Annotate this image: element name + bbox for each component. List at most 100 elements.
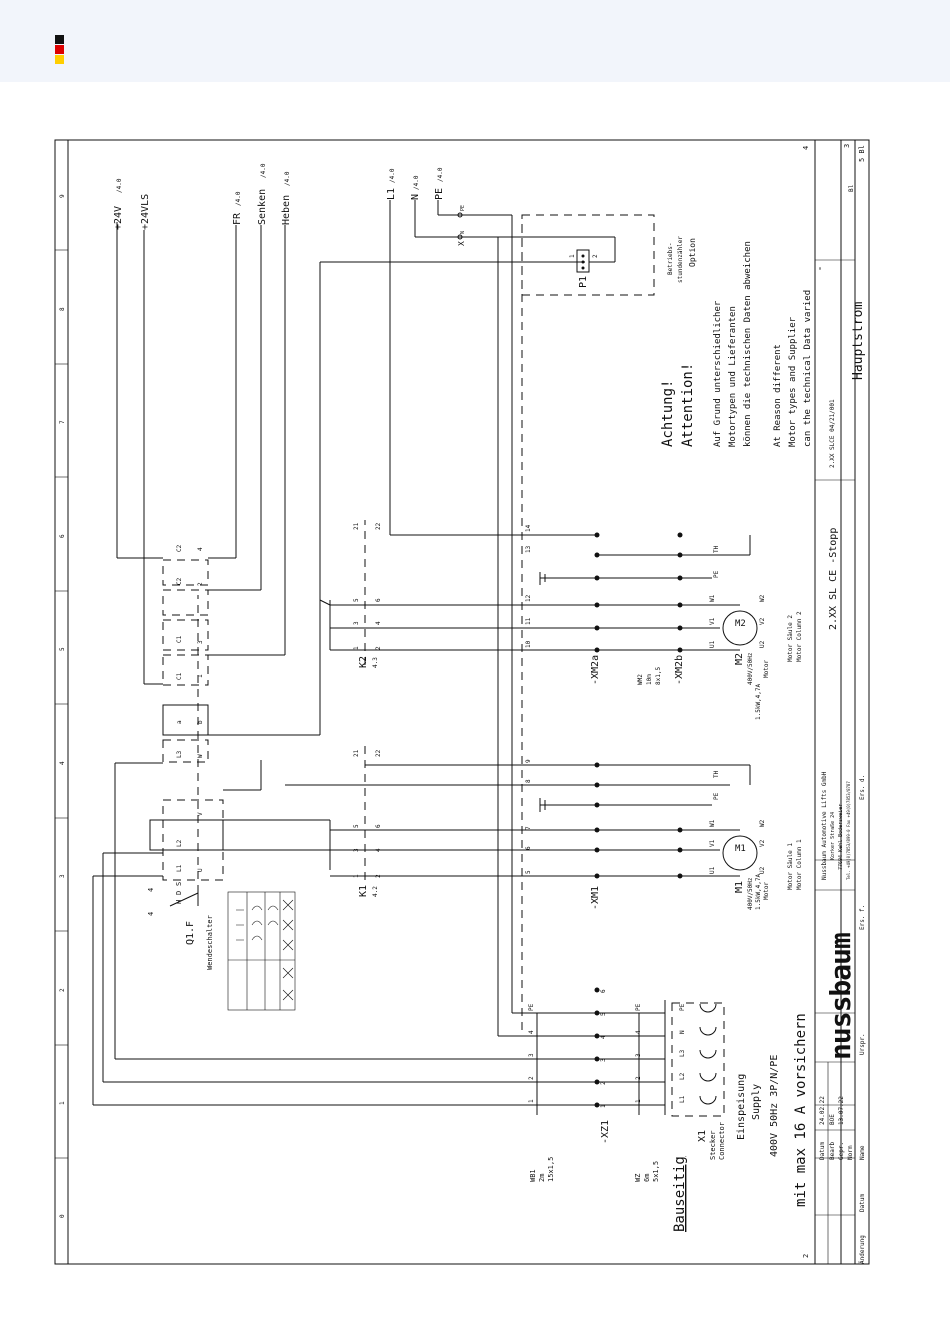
m2-spec-motor: Motor xyxy=(763,660,770,678)
xz1-term-4: 4 xyxy=(600,1035,607,1039)
m2-w2: W2 xyxy=(759,594,766,602)
q1-pos-right: 4 xyxy=(147,888,155,892)
reversing-switch-q1: Q1.F Wendeschalter H D S 4 4 L1 L2 L3 U … xyxy=(93,222,585,970)
wb1-num-3: 3 xyxy=(528,1053,535,1057)
x1-pin-l1: L1 xyxy=(679,1095,686,1103)
tb-next-sheet: 4 xyxy=(802,146,810,150)
out-24vls: +24VLS xyxy=(140,194,151,230)
column-grid: 0 1 2 3 4 5 6 7 8 9 xyxy=(55,194,68,1218)
x1-pin-l3: L3 xyxy=(679,1049,686,1057)
wz-length: 6m xyxy=(643,1174,651,1182)
m1-pe: PE xyxy=(713,792,720,800)
m2-term-14: 14 xyxy=(525,524,532,532)
col-label-1: 1 xyxy=(59,1101,66,1105)
x-terminal-label: X xyxy=(457,241,466,246)
q1-contact-l3: L3 xyxy=(176,750,183,758)
q1-contact-2: 2 xyxy=(197,582,204,586)
q1-label: Q1.F xyxy=(185,921,196,945)
out-fr-ref: /4.0 xyxy=(235,191,242,206)
k1-num-2: 2 xyxy=(375,874,382,878)
hds-h: H xyxy=(175,900,183,904)
m1-term-6: 6 xyxy=(525,846,532,850)
hds-d: D xyxy=(175,891,183,895)
wb1-label: WB1 xyxy=(529,1169,537,1182)
out-pe-ref: /4.0 xyxy=(437,167,444,182)
wz-num-pe: PE xyxy=(635,1003,642,1011)
k1-num-5: 5 xyxy=(353,824,360,828)
m2-v2: V2 xyxy=(759,617,766,625)
k1-num-3: 3 xyxy=(353,848,360,852)
x1-label: X1 xyxy=(697,1130,708,1142)
tb-title: Hauptstrom xyxy=(851,302,866,380)
q1-contact-c1a: C1 xyxy=(176,672,183,680)
stecker-label: Stecker xyxy=(709,1130,717,1160)
bauseitig-title: Bauseitig xyxy=(672,1156,688,1232)
p1-pin-1: 1 xyxy=(569,254,576,258)
supply-label: Supply xyxy=(751,1084,762,1120)
wm2-section: 8x1,5 xyxy=(655,667,662,685)
m2-term-10: 10 xyxy=(525,640,532,648)
k2-num-4: 4 xyxy=(375,621,382,625)
col-label-7: 7 xyxy=(59,420,66,424)
note-de-2: Motortypen und Lieferanten xyxy=(728,306,738,447)
xz1-label: -XZ1 xyxy=(600,1120,611,1144)
supply-labels: WB1 2m 15x1,5 WZ 6m 5x1,5 Einspeisung Su… xyxy=(529,1013,809,1232)
k2-num-5: 5 xyxy=(353,598,360,602)
wz-label: WZ xyxy=(634,1174,642,1182)
wz-num-4: 4 xyxy=(635,1030,642,1034)
k2-num-22: 22 xyxy=(375,522,382,530)
stundenzaehler-label: stundenzähler xyxy=(677,236,684,283)
m2-spec-power: 1.5kW,4,7A xyxy=(755,683,762,720)
tb-company-addr: Korker Straße 24 xyxy=(830,812,836,860)
m2-w1: W1 xyxy=(709,594,716,602)
tb-bl-short: Bl xyxy=(848,184,855,192)
flag-gold-stripe xyxy=(55,55,64,64)
voltage-label: 400V 50Hz 3P/N/PE xyxy=(769,1055,780,1157)
motor-m1: M1 M1 400V/50Hz 1.5kW,4,7A Motor Motor S… xyxy=(525,759,803,910)
einspeisung-label: Einspeisung xyxy=(736,1074,747,1140)
tb-sheet-total: 3 xyxy=(843,144,851,148)
tb-col-letter: = xyxy=(818,267,824,270)
col-label-4: 4 xyxy=(59,761,66,765)
xz1-term-3: 3 xyxy=(600,1058,607,1062)
x1-pin-n: N xyxy=(679,1030,686,1034)
wm2-label: WM2 xyxy=(637,674,644,685)
col-label-5: 5 xyxy=(59,647,66,651)
tb-name-col: Name xyxy=(859,1145,866,1160)
m1-u1: U1 xyxy=(709,866,716,874)
warning-notes: Achtung! Attention! Auf Grund unterschie… xyxy=(660,241,813,447)
tb-drawing-no: 2.XX SL CE -Stopp xyxy=(828,528,839,630)
col-label-9: 9 xyxy=(59,194,66,198)
wb1-length: 2m xyxy=(538,1174,546,1182)
q1-contact-1: 1 xyxy=(197,674,204,678)
q1-contact-3: 3 xyxy=(197,640,204,644)
xz1-term-2: 2 xyxy=(600,1081,607,1085)
k2-ref: 4.3 xyxy=(372,657,379,668)
m1-spec-motor: Motor xyxy=(763,882,770,900)
wb1-num-pe: PE xyxy=(528,1003,535,1011)
note-en-2: Motor types and Supplier xyxy=(788,316,798,447)
q1-contact-c2a: C2 xyxy=(176,577,183,585)
hds-s: S xyxy=(175,882,183,886)
tb-gepr-label: Gepr. xyxy=(838,1142,845,1160)
tb-company-tel: Tel. +49(0)7853/899-0 Fax +49(0)7853/878… xyxy=(846,781,851,880)
option-hour-counter: P1 1 2 Betriebs- stundenzähler Option X … xyxy=(457,205,697,296)
m2-pe: PE xyxy=(713,570,720,578)
tb-company: Nussbaum Automotive Lifts GmbH xyxy=(821,771,828,880)
x1-pin-l2: L2 xyxy=(679,1072,686,1080)
option-label: Option xyxy=(688,238,697,267)
m2-symbol: M2 xyxy=(735,619,746,629)
tb-aenderung: Änderung xyxy=(859,1235,866,1264)
xm2b-label: -XM2b xyxy=(674,655,685,685)
tb-datum-col: Datum xyxy=(859,1194,866,1212)
wz-section: 5x1,5 xyxy=(652,1161,660,1182)
motor-m2: M2 M2 400V/50Hz 1.5kW,4,7A Motor Motor S… xyxy=(525,524,803,720)
k2-num-2: 2 xyxy=(375,646,382,650)
note-en-3: can the technical Data varied xyxy=(803,290,813,447)
p1-pin-2: 2 xyxy=(592,254,599,258)
tb-bearb-value: BOE xyxy=(829,1114,836,1125)
page-header-band xyxy=(0,0,950,82)
tb-sheet-count: 5 Bl xyxy=(858,145,866,162)
q1-contact-4: 4 xyxy=(197,547,204,551)
